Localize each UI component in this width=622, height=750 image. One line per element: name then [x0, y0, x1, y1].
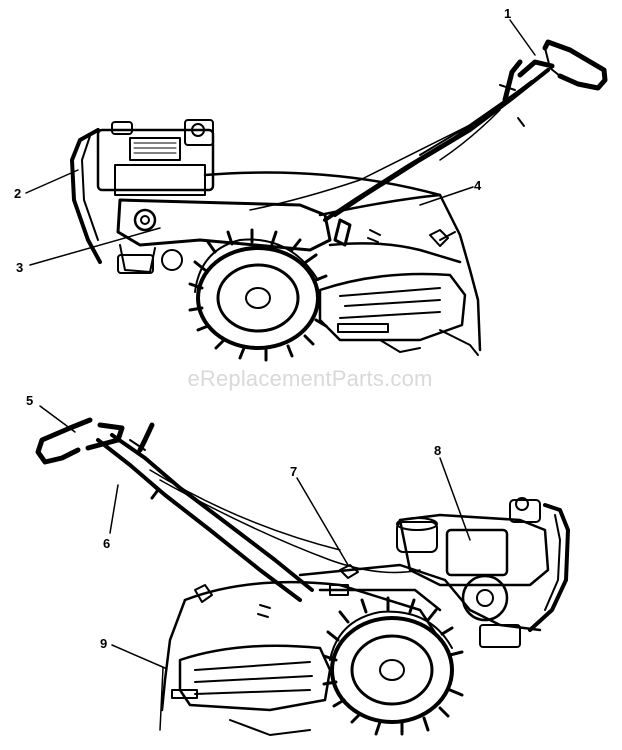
callout-5: 5: [26, 393, 33, 408]
watermark-text: eReplacementParts.com: [187, 366, 432, 391]
callout-3: 3: [16, 260, 23, 275]
leader-lines-top: [25, 19, 536, 266]
tiller-bottom-view: [35, 405, 570, 736]
handlebar-top: [323, 39, 608, 222]
wheel-top: [188, 228, 328, 362]
callout-7: 7: [290, 464, 297, 479]
callout-2: 2: [14, 186, 21, 201]
engine-bottom: [396, 497, 570, 648]
tiller-hood-bottom: [160, 580, 442, 736]
callout-9: 9: [100, 636, 107, 651]
tiller-hood-top: [203, 171, 482, 352]
wheel-bottom: [322, 596, 464, 736]
engine-top: [70, 119, 215, 264]
belt-housing-top: [116, 198, 332, 274]
leader-lines-bottom: [39, 405, 471, 731]
callout-1: 1: [504, 6, 511, 21]
tiller-top-view: [25, 19, 608, 362]
callout-6: 6: [103, 536, 110, 551]
callout-4: 4: [474, 178, 482, 193]
callout-8: 8: [434, 443, 441, 458]
handlebar-bottom: [35, 417, 314, 602]
